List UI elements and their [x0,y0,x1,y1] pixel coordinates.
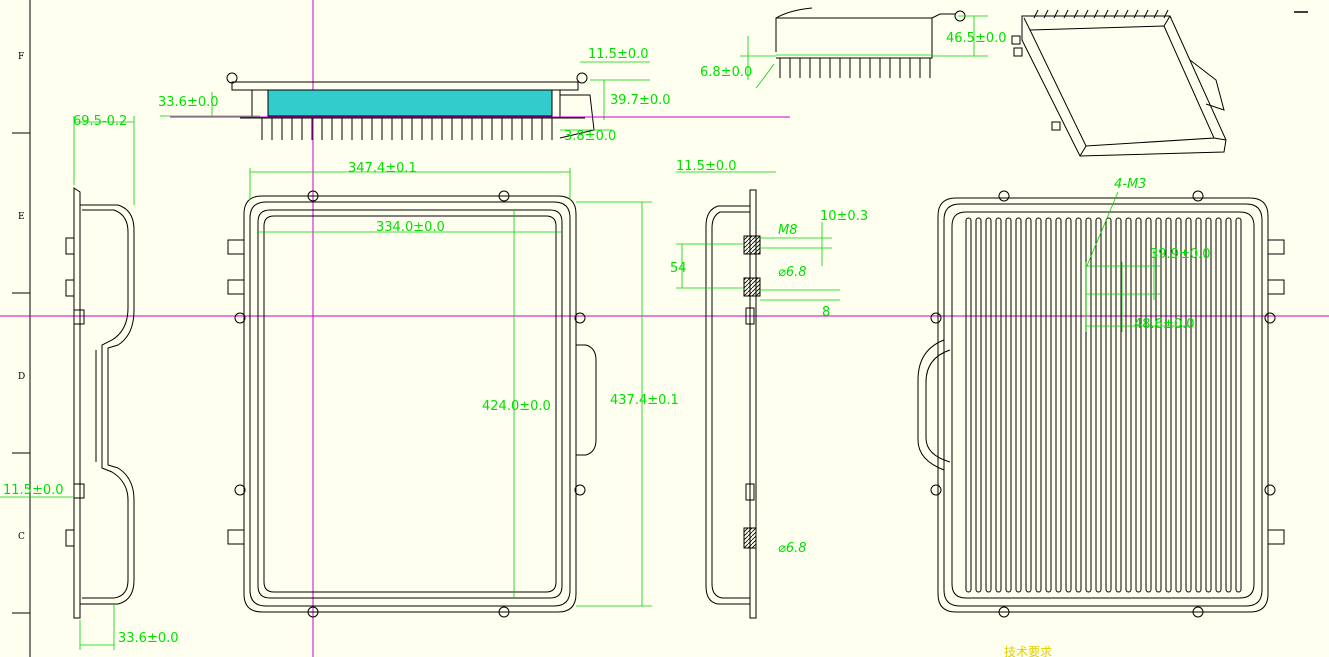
rear-fin [1095,217,1102,593]
iso-fin [1103,9,1109,19]
rear-fin [1005,217,1012,593]
rear-fin [1155,217,1162,593]
rear-fin [1235,217,1242,593]
rear-fin [995,217,1002,593]
rear-fin [1075,217,1082,593]
isometric-view [1011,15,1227,157]
rear-view [917,190,1285,618]
dim-sec-hole-1: ⌀6.8 [778,265,807,280]
iso-fin [1043,9,1049,19]
iso-fin [1033,9,1039,19]
iso-fin [1063,9,1069,19]
rear-fin [1225,217,1232,593]
iso-fin [1083,9,1089,19]
top-section-dims: 33.6±0.0 11.5±0.0 39.7±0.0 3.8±0.0 [158,47,790,144]
dim-rear-hole-h: 48.6±0.0 [1134,317,1195,332]
rear-fin [1175,217,1182,593]
zone-label-d: D [18,372,25,382]
zone-label-c: C [18,532,25,542]
dim-sec-depth: 10±0.3 [820,209,868,224]
dim-rear-thread: 4-M3 [1114,177,1146,192]
dim-sec-hole-2: ⌀6.8 [778,541,807,556]
section-view-dims: 11.5±0.0 M8 10±0.3 54 ⌀6.8 8 ⌀6.8 [670,159,868,556]
dim-sec-thread: M8 [778,223,798,238]
rear-fin [985,217,992,593]
tech-requirements-note: 技术要求 [1004,645,1052,657]
iso-fin [1073,9,1079,19]
dim-sec-flange: 11.5±0.0 [676,159,737,174]
dim-front-inner-width: 334.0±0.0 [376,220,445,235]
dim-rear-hole-v: 39.9±0.0 [1150,247,1211,262]
rear-fin [1055,217,1062,593]
dim-side-depth-top: 69.5-0.2 [73,114,127,129]
iso-fin [1143,9,1149,19]
zone-label-f: F [18,52,24,62]
zone-label-e: E [18,212,25,222]
iso-fin [1123,9,1129,19]
rear-fin [965,217,972,593]
iso-fin [1093,9,1099,19]
rear-fin [1125,217,1132,593]
rear-fin [1045,217,1052,593]
rear-fin [1015,217,1022,593]
rear-fin [1085,217,1092,593]
rear-view-dims: 4-M3 39.9±0.0 48.6±0.0 [1085,177,1211,332]
detail-view [775,7,966,59]
iso-fin [1163,9,1169,19]
top-section-view [226,72,595,139]
isometric-fins [1033,9,1169,19]
dim-sec-pitch: 54 [670,261,687,276]
rear-fin [1065,217,1072,593]
restore-button[interactable] [1290,2,1310,16]
dim-side-tab-offset: 11.5±0.0 [3,483,64,498]
dim-front-overall-height: 437.4±0.1 [610,393,679,408]
iso-fin [1113,9,1119,19]
dim-side-bottom-depth: 33.6±0.0 [118,631,179,646]
section-view [705,189,761,619]
detail-view-fins [779,58,931,78]
rear-fin [1115,217,1122,593]
rear-fin [1025,217,1032,593]
dim-top-overall-height: 33.6±0.0 [158,95,219,110]
drawing-frame: F E D C [12,0,31,657]
rear-fin [1035,217,1042,593]
rear-fin [1195,217,1202,593]
detail-view-dims: 46.5±0.0 6.8±0.0 [700,15,1007,89]
iso-fin [1053,9,1059,19]
rear-fin [1215,217,1222,593]
top-section-fins [261,118,553,140]
iso-fin [1153,9,1159,19]
side-view-left-dims: 69.5-0.2 11.5±0.0 33.6±0.0 [0,114,179,650]
dim-top-flange: 3.8±0.0 [564,129,616,144]
rear-fin [1185,217,1192,593]
rear-fin [1205,217,1212,593]
rear-fin [1145,217,1152,593]
dim-front-overall-width: 347.4±0.1 [348,161,417,176]
dim-sec-step: 8 [822,305,830,320]
dim-front-inner-height: 424.0±0.0 [482,399,551,414]
dim-top-offset: 11.5±0.0 [588,47,649,62]
front-view [227,190,597,618]
rear-fin [975,217,982,593]
rear-fin [1135,217,1142,593]
dim-detail-height: 46.5±0.0 [946,31,1007,46]
rear-fin [1165,217,1172,593]
rear-view-fins [965,217,1242,593]
dim-top-total-height: 39.7±0.0 [610,93,671,108]
dim-detail-fin: 6.8±0.0 [700,65,752,80]
side-view-left [65,187,135,619]
rear-fin [1105,217,1112,593]
iso-fin [1133,9,1139,19]
front-view-dims: 347.4±0.1 334.0±0.0 424.0±0.0 437.4±0.1 [249,161,679,607]
